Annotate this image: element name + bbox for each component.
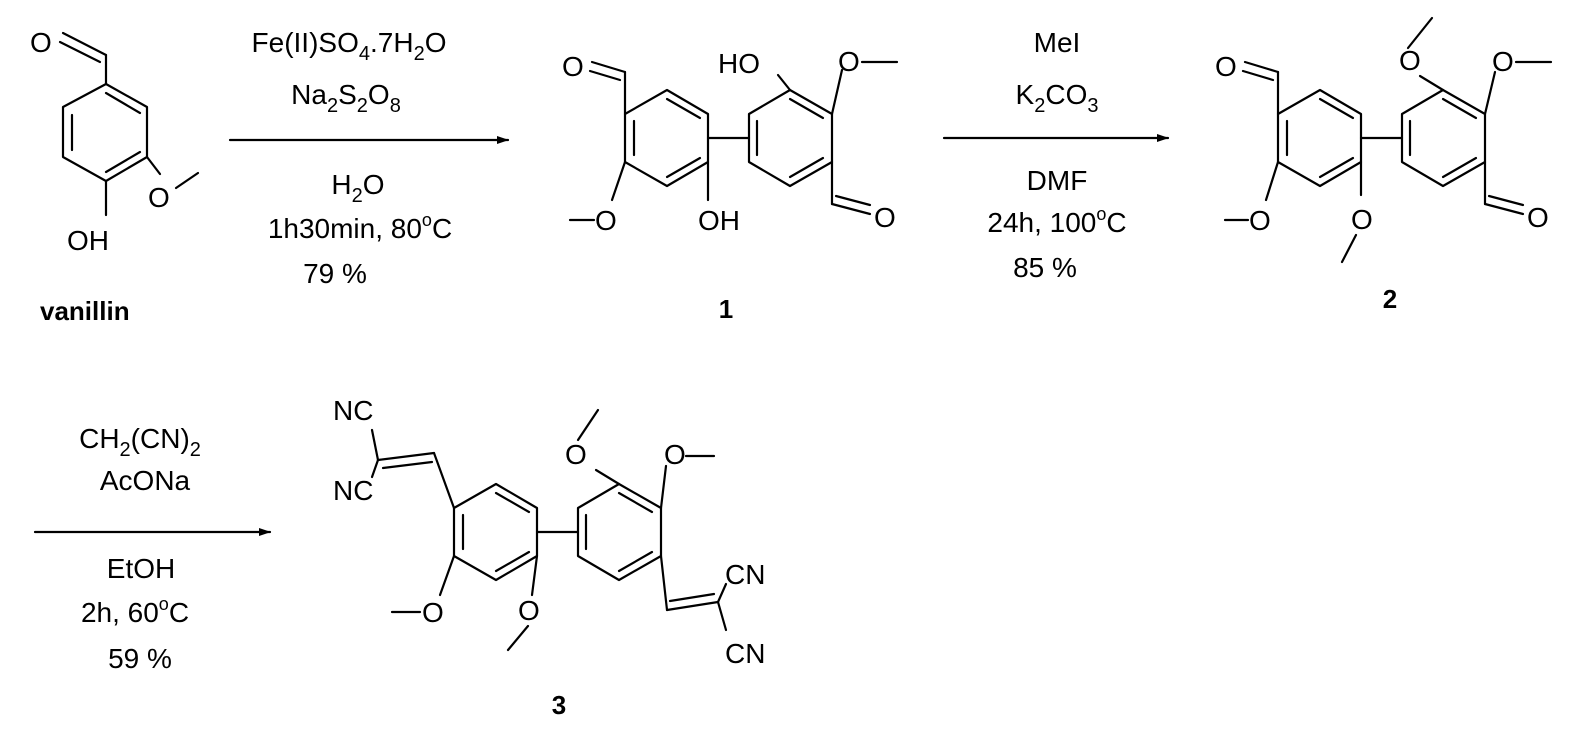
compound-3-number: 3: [552, 690, 566, 720]
c1-ald-right-o: O: [874, 202, 896, 233]
compound-2-structure: O O O O O O: [1215, 16, 1553, 264]
compound-2-number: 2: [1383, 284, 1397, 314]
compound-1-structure: O O HO O OH O: [562, 46, 899, 236]
c2-ald-right-o: O: [1527, 202, 1549, 233]
c1-ald-left-o: O: [562, 51, 584, 82]
vanillin-methoxy-o: O: [148, 182, 170, 213]
step3-reagent-2: AcONa: [100, 465, 191, 496]
c1-ome-top-o: O: [838, 46, 860, 77]
step2-yield: 85 %: [1013, 252, 1077, 283]
c1-oh-bottom: OH: [698, 205, 740, 236]
c3-cn-2: CN: [725, 638, 765, 669]
c3-ome-3-o: O: [518, 595, 540, 626]
c1-ome-bottom-o: O: [595, 205, 617, 236]
c3-ome-4-o: O: [422, 597, 444, 628]
c3-cn-1: CN: [725, 559, 765, 590]
step1-reagent-2: Na2S2O8: [291, 79, 401, 117]
compound-3-structure: NC NC CN CN O O O O: [333, 395, 765, 669]
step2-solvent: DMF: [1027, 165, 1088, 196]
compound-1-number: 1: [719, 294, 733, 324]
c2-ome-2-o: O: [1492, 46, 1514, 77]
step3-solvent: EtOH: [107, 553, 175, 584]
c3-ome-1-o: O: [565, 439, 587, 470]
step3-conditions: 2h, 60oC: [81, 594, 189, 628]
vanillin-aldehyde-o: O: [30, 27, 52, 58]
vanillin-hydroxyl: OH: [67, 225, 109, 256]
step2-reagent-1: MeI: [1034, 27, 1081, 58]
step1-yield: 79 %: [303, 258, 367, 289]
c3-ome-2-o: O: [664, 439, 686, 470]
c2-ome-1-o: O: [1399, 45, 1421, 76]
c2-ome-4-o: O: [1249, 205, 1271, 236]
c3-nc-1: NC: [333, 395, 373, 426]
step2-reagent-2: K2CO3: [1016, 79, 1099, 117]
c2-ome-3-o: O: [1351, 204, 1373, 235]
step1-solvent: H2O: [331, 169, 384, 207]
vanillin-name: vanillin: [40, 296, 130, 326]
c2-ald-left-o: O: [1215, 51, 1237, 82]
step-3: CH2(CN)2 AcONa EtOH 2h, 60oC 59 %: [33, 423, 272, 674]
step-1: Fe(II)SO4.7H2O Na2S2O8 H2O 1h30min, 80oC…: [228, 27, 510, 289]
step1-conditions: 1h30min, 80oC: [268, 210, 452, 244]
c1-oh-top: HO: [718, 48, 760, 79]
step-2: MeI K2CO3 DMF 24h, 100oC 85 %: [942, 27, 1170, 283]
step3-yield: 59 %: [108, 643, 172, 674]
step3-reagent-1: CH2(CN)2: [79, 423, 201, 461]
c3-nc-2: NC: [333, 475, 373, 506]
vanillin-structure: O O OH: [30, 27, 200, 256]
step2-conditions: 24h, 100oC: [987, 204, 1126, 238]
step1-reagent-1: Fe(II)SO4.7H2O: [252, 27, 447, 65]
